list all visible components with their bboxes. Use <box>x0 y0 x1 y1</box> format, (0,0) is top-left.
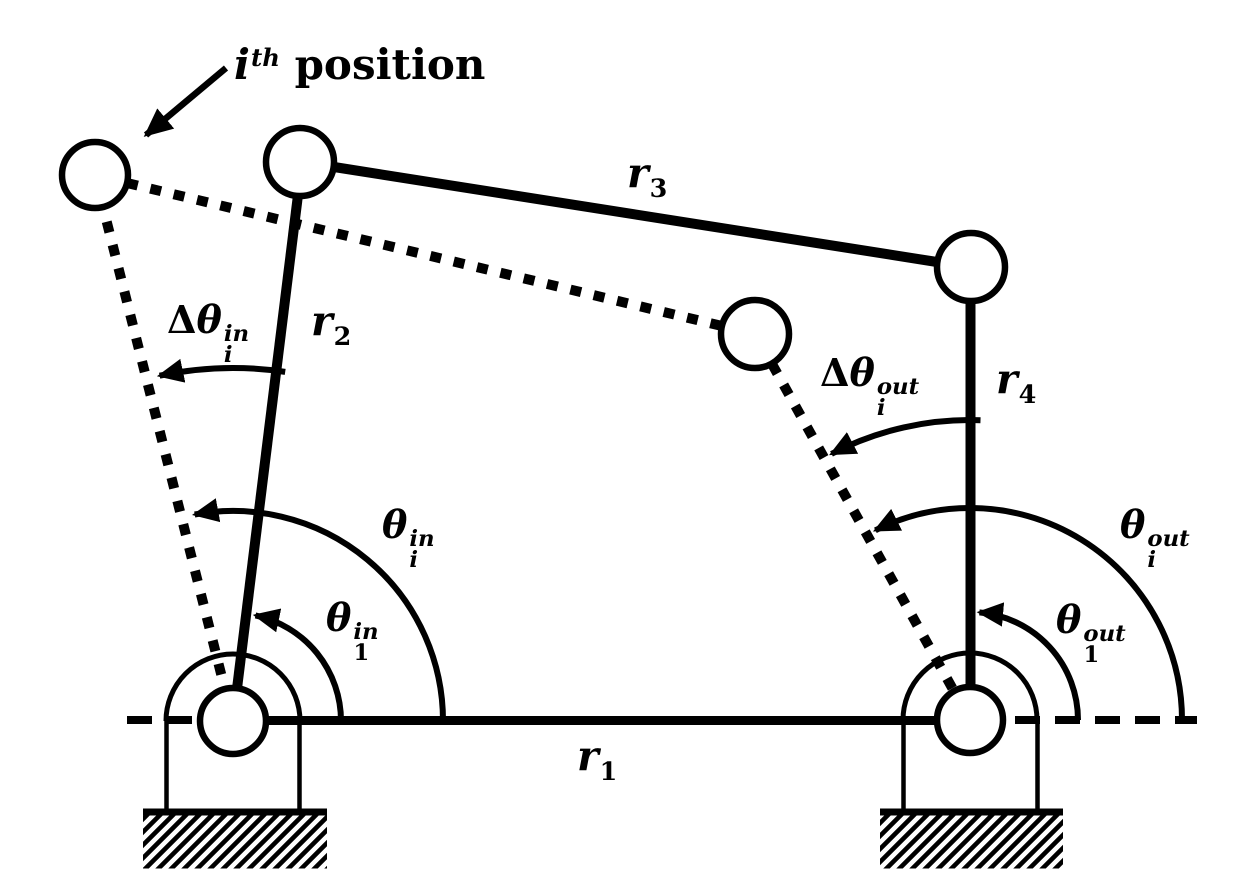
theta-1-in-arc <box>252 608 344 722</box>
delta-theta-i-in-arc <box>156 358 286 383</box>
r4-label: r4 <box>996 355 1037 410</box>
r3-label: r3 <box>627 149 668 204</box>
theta-1-out-arc <box>976 602 1081 721</box>
right-ground-hatch <box>880 815 1063 869</box>
left-ground-hatch <box>143 815 327 869</box>
left-ground-pedestal <box>143 651 327 869</box>
ith-base: i <box>234 40 250 89</box>
theta-i-in-arc <box>191 498 446 722</box>
joint-b-ith-position <box>717 296 793 372</box>
ith-sup: th <box>250 43 280 73</box>
left-pivot-joint <box>196 684 270 758</box>
dashed-coupler-link-ith <box>125 178 724 331</box>
ith-word: position <box>294 40 486 89</box>
r2-label: r2 <box>311 297 352 352</box>
delta-theta-i-out-arc <box>829 417 981 457</box>
right-ground-pedestal <box>880 650 1063 869</box>
joint-b <box>933 229 1009 305</box>
right-pivot-joint <box>933 683 1007 757</box>
ith-position-arrow-icon <box>143 65 229 138</box>
theta-i-out-arc <box>872 505 1185 721</box>
input-link-r2 <box>228 194 303 722</box>
left-pedestal-cap <box>163 651 303 722</box>
coupler-link-r3 <box>333 162 938 267</box>
joint-a-ith-position <box>58 138 132 212</box>
ith-position-label: ith position <box>234 44 485 86</box>
joint-a <box>262 124 338 200</box>
right-pedestal-cap <box>900 650 1040 721</box>
dashed-input-link-ith <box>98 205 238 723</box>
r1-label: r1 <box>577 732 618 787</box>
